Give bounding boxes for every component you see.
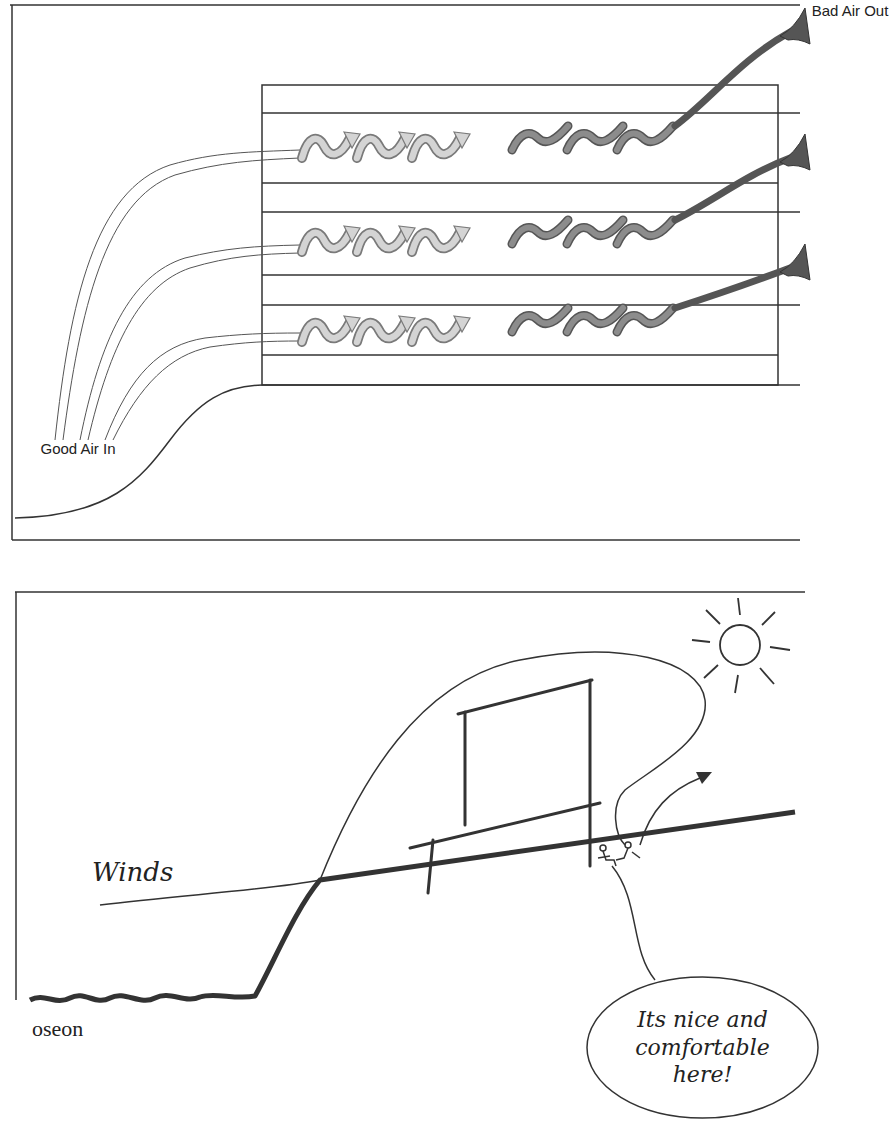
sun-symbol bbox=[692, 598, 790, 693]
stale-air-arrows bbox=[512, 126, 673, 332]
wind-stream bbox=[100, 652, 705, 905]
speech-leader bbox=[612, 866, 655, 980]
air-in-streams bbox=[55, 150, 300, 440]
panel-frame bbox=[10, 5, 800, 540]
ground-line bbox=[30, 812, 795, 1001]
exhaust-cones bbox=[780, 8, 810, 280]
exhaust-streams bbox=[675, 32, 790, 308]
wind-eddy bbox=[640, 778, 700, 845]
speech-bubble: Its nice and comfortable here! bbox=[585, 975, 820, 1120]
flow-label: Good Air In bbox=[38, 440, 118, 457]
speech-text: Its nice and comfortable here! bbox=[615, 1006, 790, 1089]
bubble-body: Its nice and comfortable here! bbox=[585, 975, 820, 1120]
flow-label: Bad Air Out bbox=[805, 2, 895, 19]
panel-frame bbox=[15, 592, 805, 1000]
bubble-ellipse bbox=[587, 977, 818, 1118]
building-section bbox=[262, 85, 800, 385]
place-label: oseon bbox=[32, 1016, 152, 1041]
fresh-air-arrows bbox=[302, 132, 470, 342]
arrow-head bbox=[696, 772, 712, 784]
people-sketch bbox=[598, 842, 640, 866]
hill-line bbox=[15, 385, 262, 518]
house-sketch bbox=[410, 680, 600, 893]
wind-label: Winds bbox=[92, 858, 222, 888]
